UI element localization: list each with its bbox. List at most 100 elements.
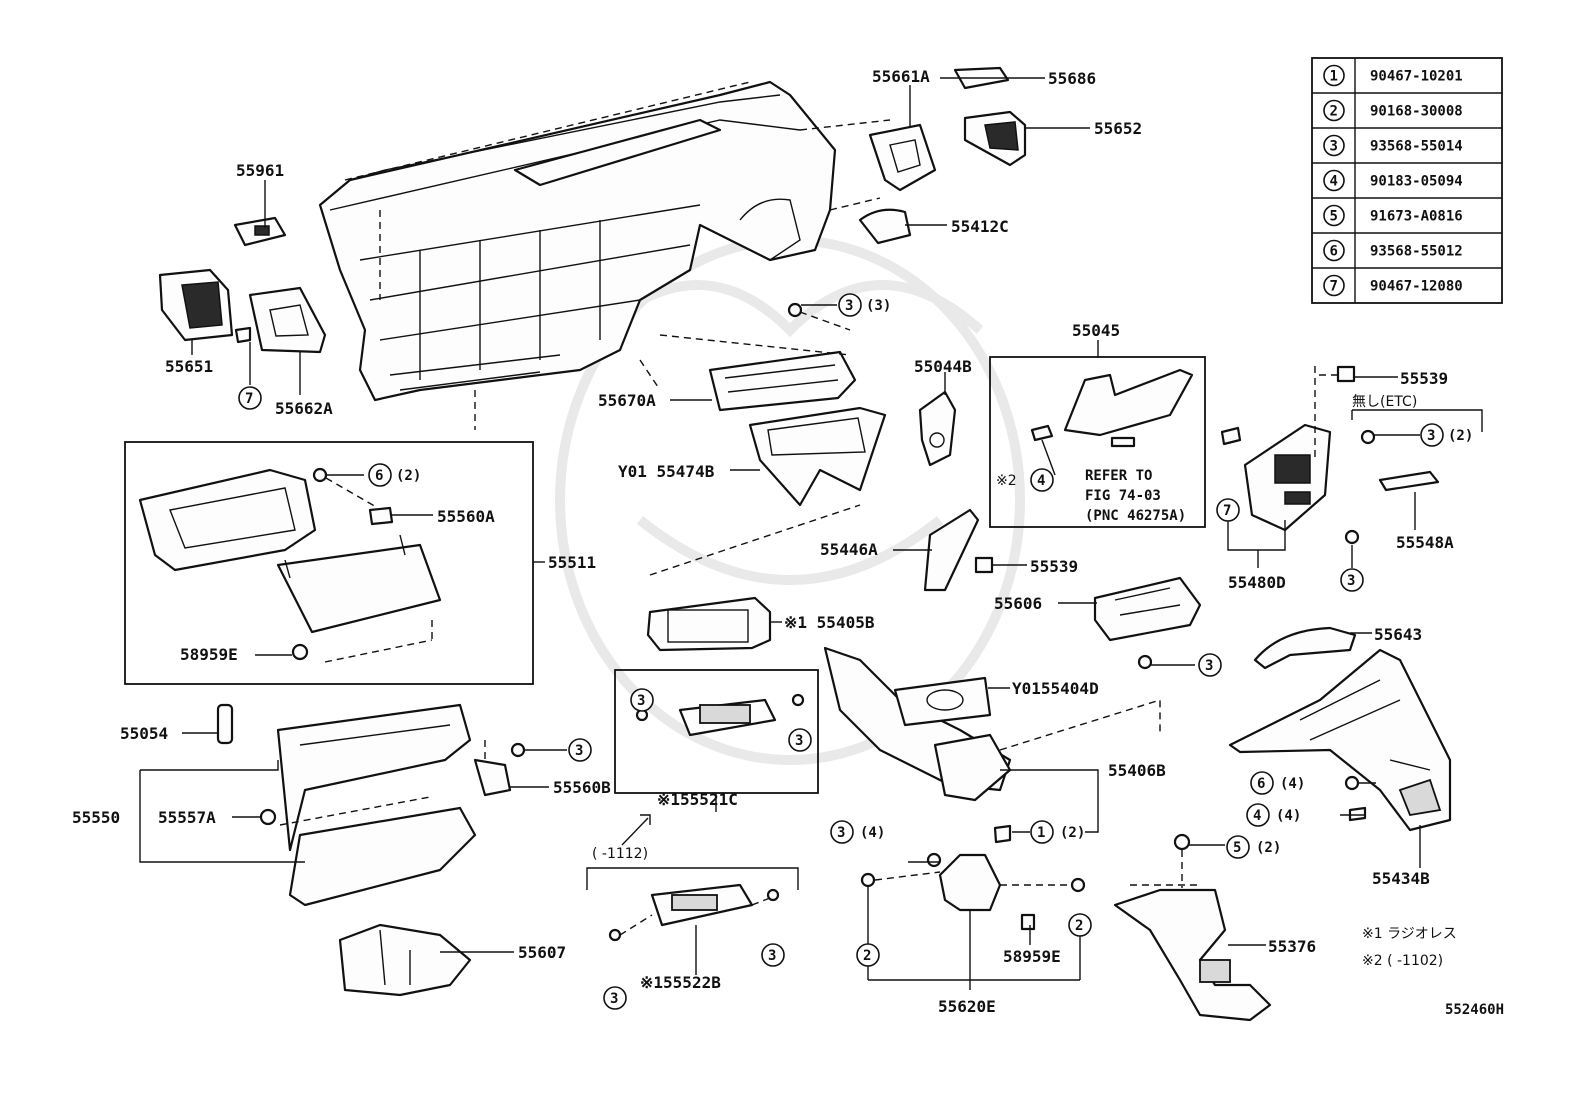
label-55557A: 55557A — [158, 808, 216, 827]
panel-55405B — [646, 596, 772, 652]
label-55560A: 55560A — [437, 507, 495, 526]
ref-table-part-number: 93568-55014 — [1370, 139, 1463, 155]
bumper-58959E-top — [291, 643, 309, 661]
ref-circle-1: 1 — [1030, 820, 1054, 844]
svg-text:3: 3 — [795, 733, 803, 749]
ref-table-part-number: 91673-A0816 — [1370, 209, 1463, 225]
glove-box-door-55557A — [288, 806, 477, 907]
ref-table-part-number: 90183-05094 — [1370, 174, 1463, 190]
cover-55412C — [858, 208, 912, 245]
leader-lines — [182, 77, 1421, 953]
label-55511: 55511 — [548, 553, 596, 572]
svg-text:3: 3 — [837, 825, 845, 841]
ref-circle-3: 3 — [630, 688, 654, 712]
ref-circle-2: 2 — [1068, 913, 1092, 937]
svg-text:3: 3 — [610, 991, 618, 1007]
ref-table-number: 7 — [1330, 279, 1338, 295]
label-55474B: Y01 55474B — [618, 462, 715, 481]
label-55376: 55376 — [1268, 937, 1316, 956]
ref-circle-3: 3 — [761, 943, 785, 967]
label-55045: 55045 — [1072, 321, 1120, 340]
footnote-2: ※2 ( -1102) — [1362, 953, 1443, 969]
svg-text:3: 3 — [768, 948, 776, 964]
ref-table-part-number: 93568-55012 — [1370, 244, 1463, 260]
label-55480D: 55480D — [1228, 573, 1286, 592]
ref-circle-7: 7 — [1216, 498, 1240, 522]
clip-55539-mid — [974, 556, 994, 574]
svg-text:6: 6 — [375, 468, 383, 484]
ref-circle-3: 3 — [1340, 568, 1364, 592]
ref-table-circle — [1323, 134, 1345, 157]
ref-circle-3: 3 — [568, 738, 592, 762]
qty-label: (2) — [1256, 840, 1281, 856]
qty-label: (4) — [860, 825, 885, 841]
ref-table-number: 4 — [1330, 174, 1338, 190]
label-55662A: 55662A — [275, 399, 333, 418]
vent-55651 — [158, 268, 234, 342]
bumper-55557A — [259, 808, 277, 826]
label-55405B: ※1 55405B — [784, 613, 875, 632]
qty-label: (3) — [866, 298, 891, 314]
ref-table-row: 4 90183-05094 — [1323, 169, 1463, 192]
ref-table-circle — [1323, 99, 1345, 122]
ref-circle-7: 7 — [238, 386, 262, 410]
label-55652: 55652 — [1094, 119, 1142, 138]
ref-circle-4: 4 — [1030, 468, 1054, 492]
svg-text:3: 3 — [1205, 658, 1213, 674]
glove-box-door — [276, 534, 442, 634]
svg-text:3: 3 — [1427, 428, 1435, 444]
bolt-5 — [1173, 833, 1191, 851]
svg-text:3: 3 — [845, 298, 853, 314]
svg-text:3: 3 — [1347, 573, 1355, 589]
ref-table-circle — [1323, 64, 1345, 87]
label-55434B: 55434B — [1372, 869, 1430, 888]
ref-circles: 3 7 6 4 3 7 3 3 3 3 3 3 1 6 4 5 2 2 3 3 — [238, 293, 1444, 1010]
diagram-id: 552460H — [1445, 1002, 1504, 1018]
console-panel-55434B — [1228, 648, 1452, 832]
ref-table-circle — [1323, 204, 1345, 227]
clip-55539-top — [1336, 365, 1356, 383]
vent-55652 — [963, 110, 1027, 167]
ref-table-part-number: 90467-10201 — [1370, 69, 1463, 85]
label-55670A: 55670A — [598, 391, 656, 410]
label-55661A: 55661A — [872, 67, 930, 86]
label-55651: 55651 — [165, 357, 213, 376]
label-55539-mid: 55539 — [1030, 557, 1078, 576]
ref-circle-3: 3 — [788, 728, 812, 752]
refer-line-2: FIG 74-03 — [1085, 488, 1161, 504]
dashboard-panel — [318, 80, 837, 402]
glove-box-frame — [138, 468, 317, 572]
bracket-55606 — [1093, 576, 1202, 642]
label-55620E: 55620E — [938, 997, 996, 1016]
ref-circle-3: 3 — [838, 293, 862, 317]
pad-55643 — [1253, 626, 1357, 670]
ref-circle-5: 5 — [1226, 835, 1250, 859]
trim-55045 — [1063, 368, 1194, 437]
qty-label: (4) — [1276, 808, 1301, 824]
label-55607: 55607 — [518, 943, 566, 962]
screw-3-top — [787, 302, 803, 318]
label-55548A: 55548A — [1396, 533, 1454, 552]
label-55404D: Y0155404D — [1012, 679, 1099, 698]
ref-table-number: 2 — [1330, 104, 1338, 120]
part-55961 — [233, 216, 287, 247]
label-55643: 55643 — [1374, 625, 1422, 644]
svg-text:2: 2 — [1075, 918, 1083, 934]
mark-2: ※2 — [996, 473, 1017, 489]
ref-circle-3: 3 — [830, 820, 854, 844]
ref-table-number: 3 — [1330, 139, 1338, 155]
refer-line-3: (PNC 46275A) — [1085, 508, 1186, 524]
panel-55670A — [708, 350, 857, 412]
label-55044B: 55044B — [914, 357, 972, 376]
label-55446A: 55446A — [820, 540, 878, 559]
label-55412C: 55412C — [951, 217, 1009, 236]
ref-circle-6: 6 — [368, 463, 392, 487]
svg-text:2: 2 — [863, 948, 871, 964]
clip-4 — [1030, 424, 1054, 442]
qty-label: (2) — [1448, 428, 1473, 444]
ref-table-circle — [1323, 169, 1345, 192]
